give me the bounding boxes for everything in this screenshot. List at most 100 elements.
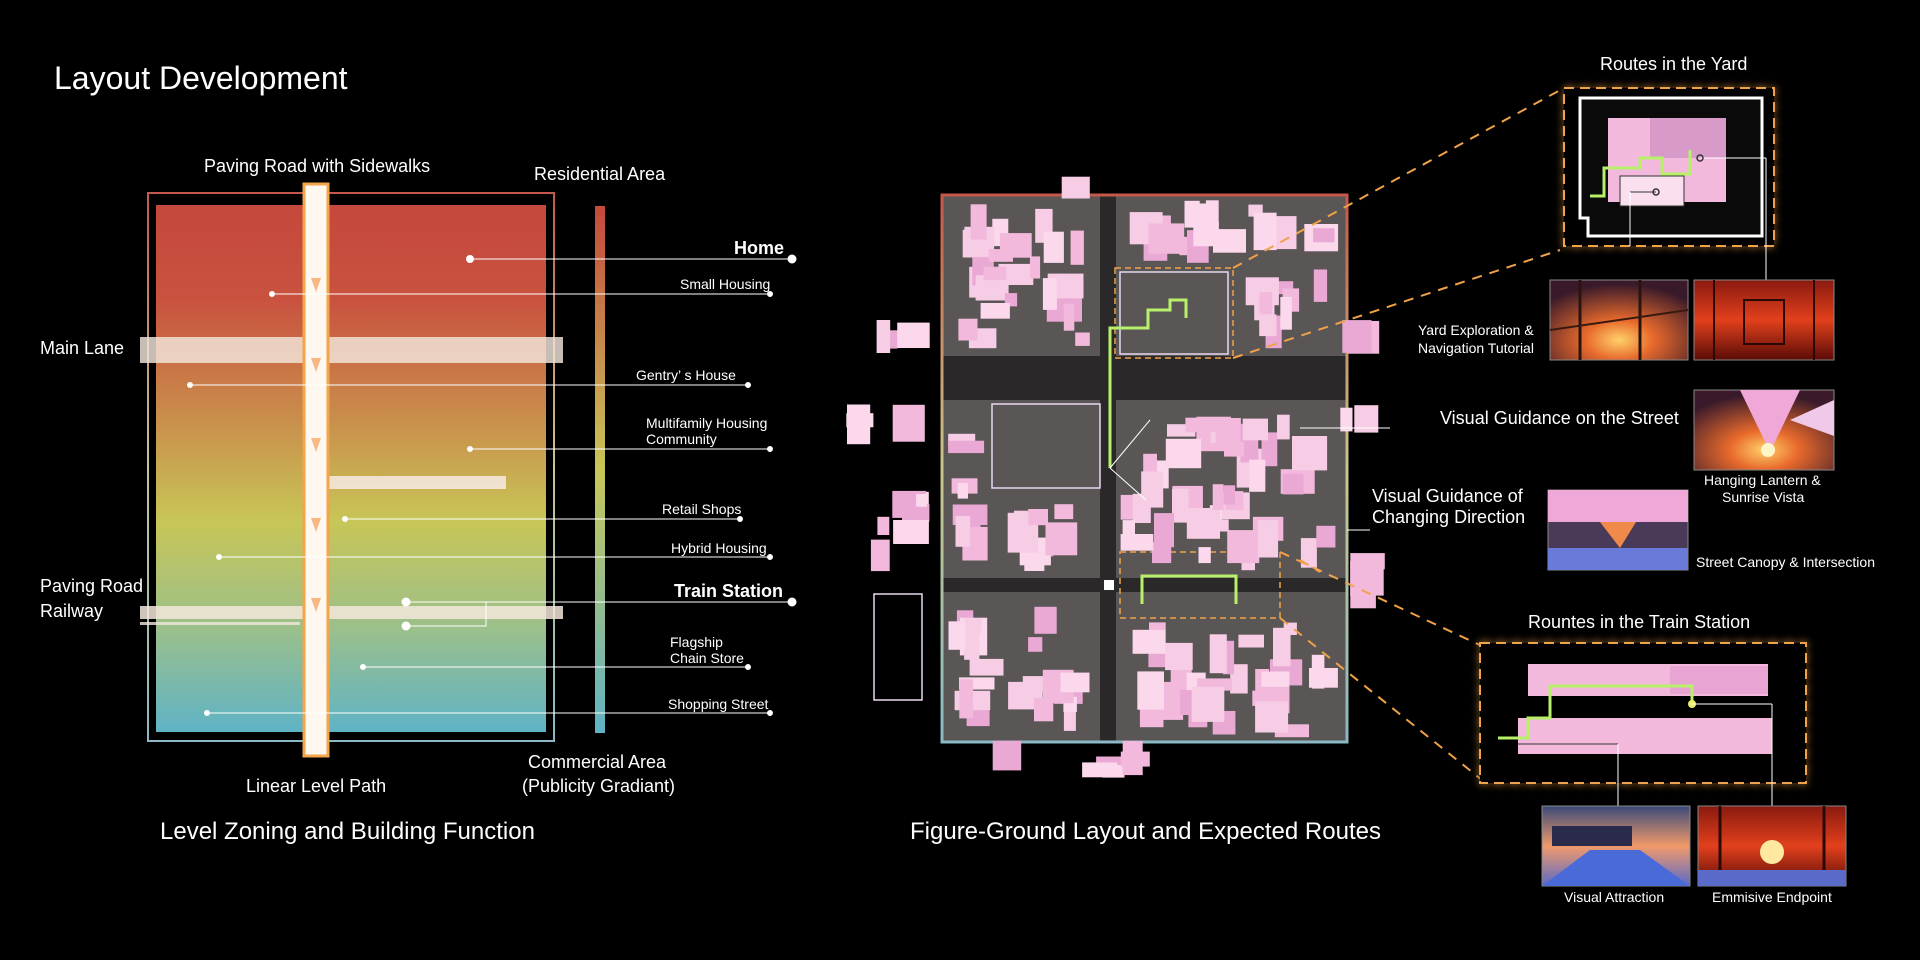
building [1191, 686, 1225, 722]
block-frame [940, 193, 1349, 744]
building [1277, 414, 1290, 440]
building [1152, 542, 1172, 564]
courtyard-frame [991, 403, 1101, 489]
visual-attraction-label: Visual Attraction [1564, 889, 1665, 905]
linear-level-path [302, 182, 330, 758]
emissive-endpoint-label: Emmisive Endpoint [1712, 889, 1832, 905]
function-home: Home [734, 238, 785, 258]
function-multifamily-2: Community [646, 431, 717, 447]
building [988, 249, 1013, 262]
building [948, 621, 966, 650]
zoning-diagram [140, 182, 797, 758]
building [1223, 485, 1236, 505]
building [1342, 320, 1372, 353]
callout-connectors [1232, 87, 1565, 781]
building [1184, 200, 1200, 228]
building [1070, 230, 1084, 265]
building [1034, 606, 1057, 634]
building [1063, 303, 1075, 331]
building [983, 266, 1007, 281]
building [1309, 668, 1338, 688]
yard-tutorial-label-1: Yard Exploration & [1418, 322, 1534, 338]
building [1185, 417, 1220, 433]
zoning-gradient-block [156, 205, 546, 732]
map-routes [1108, 298, 1238, 604]
building [1259, 292, 1273, 316]
building [897, 322, 930, 348]
road-horizontal-1 [942, 356, 1347, 400]
routes-station-label: Rountes in the Train Station [1528, 612, 1751, 632]
road-horizontal-2 [942, 578, 1347, 592]
figure-ground-caption: Figure-Ground Layout and Expected Routes [910, 818, 1381, 845]
building [1054, 504, 1074, 520]
building [1060, 672, 1090, 693]
building [892, 404, 925, 442]
building [1102, 765, 1125, 778]
building [1313, 228, 1335, 243]
building [1350, 593, 1376, 609]
building [1242, 418, 1268, 441]
intersection-marker [1104, 580, 1114, 590]
building [1350, 553, 1385, 570]
building [1122, 740, 1143, 776]
function-shopping-street: Shopping Street [668, 696, 769, 712]
function-retail-shops: Retail Shops [662, 501, 742, 517]
main-lane-band [140, 337, 563, 363]
building [1261, 671, 1290, 687]
building [916, 494, 927, 507]
building [1261, 432, 1278, 467]
photo-yard-1 [1549, 279, 1689, 361]
building [1028, 509, 1048, 526]
commercial-area-label: Commercial Area [528, 752, 667, 772]
building [1154, 513, 1174, 548]
building [963, 618, 982, 634]
photo-lantern [1693, 389, 1835, 471]
building [1212, 484, 1224, 511]
building [1249, 459, 1266, 492]
residential-area-label: Residential Area [534, 164, 666, 184]
publicity-gradient-bar [595, 206, 605, 733]
paving-road-label: Paving Road [40, 576, 144, 596]
building [1276, 216, 1297, 250]
building [1292, 436, 1328, 471]
building [1255, 701, 1289, 733]
building [1014, 510, 1029, 527]
changing-direction-label-1: Visual Guidance of [1372, 486, 1523, 506]
zoning-caption: Level Zoning and Building Function [160, 818, 535, 845]
building [1148, 650, 1166, 668]
building [1209, 634, 1227, 674]
zoning-outer-frame [147, 192, 555, 742]
building [969, 658, 1004, 676]
building [1165, 642, 1193, 671]
yard-marker [1114, 267, 1234, 359]
function-small-housing: Small Housing [680, 276, 771, 292]
railway-band-2 [140, 622, 300, 625]
building [1211, 519, 1229, 532]
building-footprints [846, 176, 1385, 778]
building [1230, 664, 1248, 694]
building [1282, 473, 1304, 495]
building [893, 520, 929, 544]
yard-inner [1119, 271, 1229, 355]
building [1141, 471, 1164, 508]
visual-guidance-street-label: Visual Guidance on the Street [1440, 408, 1679, 428]
building [1148, 223, 1185, 254]
building [1198, 547, 1211, 564]
paving-road-top-label: Paving Road with Sidewalks [204, 156, 431, 176]
linear-level-path-label: Linear Level Path [246, 776, 387, 796]
building [980, 303, 1010, 319]
publicity-gradient-label: (Publicity Gradiant) [522, 776, 676, 796]
building [958, 318, 978, 341]
building [1029, 256, 1041, 279]
building [998, 263, 1034, 285]
routes-in-yard-label: Routes in the Yard [1600, 54, 1748, 74]
building [1259, 314, 1277, 337]
building [1165, 438, 1202, 469]
building [1034, 698, 1054, 722]
lantern-label-1: Hanging Lantern & [1704, 472, 1821, 488]
building [955, 515, 971, 547]
building [1340, 407, 1353, 432]
building [1132, 629, 1166, 654]
building [1042, 278, 1057, 310]
